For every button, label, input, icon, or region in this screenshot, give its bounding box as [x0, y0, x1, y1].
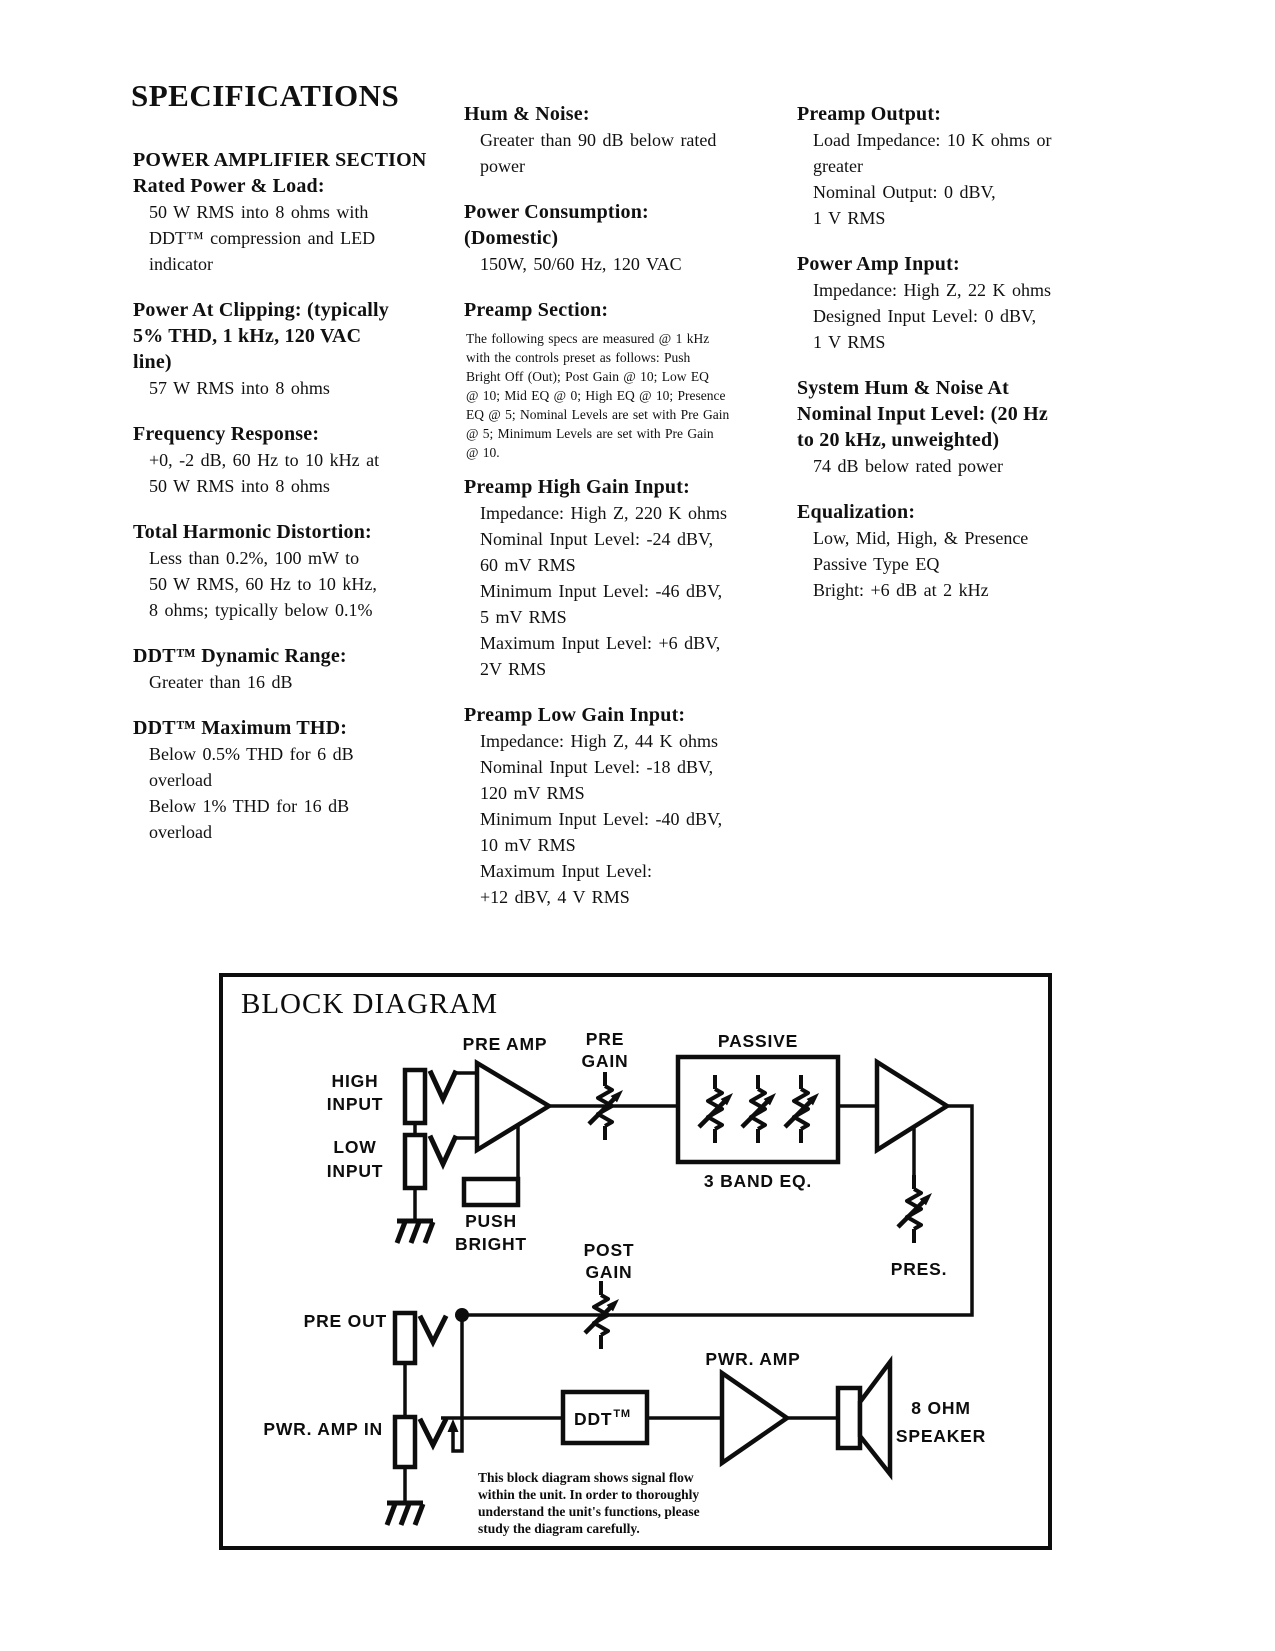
spec-column-middle: Hum & Noise: Greater than 90 dB below ra…	[464, 101, 782, 930]
spec-section-ddt-max-thd: DDT™ Maximum THD: Below 0.5% THD for 6 d…	[133, 715, 451, 845]
spec-body: Impedance: High Z, 22 K ohms Designed In…	[813, 280, 1051, 352]
ddt-box	[560, 1389, 650, 1446]
high-jack-contact	[427, 1069, 459, 1105]
ddt-label: DDTTM	[574, 1408, 631, 1429]
diagram-caption-line-4: study the diagram carefully.	[478, 1521, 640, 1536]
spec-column-left: POWER AMPLIFIER SECTION Rated Power & Lo…	[133, 147, 451, 865]
preout-junction-dot	[455, 1308, 469, 1322]
spec-heading: System Hum & Noise At Nominal Input Leve…	[797, 377, 1048, 451]
presence-pot	[898, 1175, 932, 1243]
pwr-amp-in-label: PWR. AMP IN	[263, 1419, 383, 1439]
spec-heading: DDT™ Dynamic Range:	[133, 645, 347, 667]
presence-label: PRES.	[891, 1259, 948, 1279]
speaker-cone	[857, 1355, 893, 1481]
spec-section-ddt-dynamic-range: DDT™ Dynamic Range: Greater than 16 dB	[133, 643, 451, 695]
spec-heading: Preamp Low Gain Input:	[464, 704, 686, 726]
spec-heading: Power At Clipping: (typically 5% THD, 1 …	[133, 299, 389, 373]
normal-switch-arrow	[447, 1419, 459, 1432]
low-jack-contact	[427, 1134, 459, 1170]
spec-heading: Hum & Noise:	[464, 103, 590, 125]
spec-body: Greater than 90 dB below rated power	[480, 130, 717, 176]
pre-gain-label-2: GAIN	[582, 1051, 629, 1071]
low-input-jack	[402, 1132, 428, 1191]
eq-buffer-triangle	[874, 1057, 952, 1155]
lower-ground-icon	[387, 1503, 423, 1525]
spec-section-preamp-section: Preamp Section: The following specs are …	[464, 297, 782, 462]
spec-heading: Preamp Section:	[464, 299, 609, 321]
pwr-amp-in-contact	[417, 1417, 449, 1451]
preout-normal-wire	[451, 1315, 464, 1453]
speaker-label-1: 8 OHM	[911, 1398, 970, 1418]
power-amp-triangle	[719, 1368, 791, 1468]
input-ground-icon	[397, 1221, 433, 1243]
speaker-driver	[835, 1385, 863, 1451]
spec-section-preamp-high-gain: Preamp High Gain Input: Impedance: High …	[464, 474, 782, 682]
diagram-caption-line-2: within the unit. In order to thoroughly	[478, 1487, 699, 1502]
spec-section-power-amp-input: Power Amp Input: Impedance: High Z, 22 K…	[797, 251, 1115, 355]
push-bright-box	[461, 1176, 521, 1208]
spec-heading: Frequency Response:	[133, 423, 320, 445]
low-input-label-2: INPUT	[327, 1161, 384, 1181]
push-bright-label-1: PUSH	[465, 1211, 517, 1231]
diagram-caption-line-1: This block diagram shows signal flow	[478, 1470, 694, 1485]
spec-section-preamp-output: Preamp Output: Load Impedance: 10 K ohms…	[797, 101, 1115, 231]
spec-body: 150W, 50/60 Hz, 120 VAC	[480, 254, 682, 274]
spec-body: Load Impedance: 10 K ohms or greater Nom…	[813, 130, 1052, 228]
spec-body: Below 0.5% THD for 6 dB overload Below 1…	[149, 744, 354, 842]
spec-body: +0, -2 dB, 60 Hz to 10 kHz at 50 W RMS i…	[149, 450, 380, 496]
block-diagram-figure: DDTTM BLOCK DIAGRAM PRE AMP PRE GAIN PAS…	[241, 988, 986, 1536]
pre-out-contact	[417, 1314, 449, 1348]
high-input-jack	[402, 1067, 428, 1126]
spec-section-preamp-low-gain: Preamp Low Gain Input: Impedance: High Z…	[464, 702, 782, 910]
push-bright-label-2: BRIGHT	[455, 1234, 527, 1254]
spec-section-power-at-clipping: Power At Clipping: (typically 5% THD, 1 …	[133, 297, 451, 401]
spec-section-power-consumption: Power Consumption: (Domestic) 150W, 50/6…	[464, 199, 782, 277]
spec-column-right: Preamp Output: Load Impedance: 10 K ohms…	[797, 101, 1115, 623]
preamp-triangle	[474, 1059, 554, 1155]
passive-label: PASSIVE	[718, 1031, 798, 1051]
low-input-label-1: LOW	[333, 1137, 376, 1157]
spec-section-rated-power: POWER AMPLIFIER SECTION Rated Power & Lo…	[133, 147, 451, 277]
spec-heading: Power Consumption: (Domestic)	[464, 201, 649, 249]
high-input-label-2: INPUT	[327, 1094, 384, 1114]
spec-body: Less than 0.2%, 100 mW to 50 W RMS, 60 H…	[149, 548, 377, 620]
block-diagram: DDTTM BLOCK DIAGRAM PRE AMP PRE GAIN PAS…	[219, 973, 1052, 1550]
speaker-label-2: SPEAKER	[896, 1426, 986, 1446]
spec-body: Low, Mid, High, & Presence Passive Type …	[813, 528, 1029, 600]
spec-body: 50 W RMS into 8 ohms with DDT™ compressi…	[149, 202, 376, 274]
buffer-to-postgain-wire	[462, 1104, 974, 1317]
spec-body: Impedance: High Z, 220 K ohms Nominal In…	[480, 503, 727, 679]
pre-gain-label-1: PRE	[586, 1029, 624, 1049]
spec-heading: Equalization:	[797, 501, 916, 523]
spec-heading: Preamp Output:	[797, 103, 942, 125]
spec-note: The following specs are measured @ 1 kHz…	[466, 331, 730, 460]
spec-heading: Total Harmonic Distortion:	[133, 521, 372, 543]
spec-section-hum-noise: Hum & Noise: Greater than 90 dB below ra…	[464, 101, 782, 179]
pre-out-label: PRE OUT	[304, 1311, 387, 1331]
pre-amp-label: PRE AMP	[463, 1034, 548, 1054]
diagram-title: BLOCK DIAGRAM	[241, 988, 498, 1020]
spec-heading: Power Amp Input:	[797, 253, 960, 275]
post-gain-label-2: GAIN	[586, 1262, 633, 1282]
spec-section-system-hum-noise: System Hum & Noise At Nominal Input Leve…	[797, 375, 1115, 479]
spec-body: Greater than 16 dB	[149, 672, 293, 692]
spec-heading: Preamp High Gain Input:	[464, 476, 690, 498]
pwr-amp-in-jack	[392, 1414, 418, 1470]
pre-out-jack	[392, 1310, 418, 1366]
band-eq-label: 3 BAND EQ.	[704, 1171, 812, 1191]
spec-body: 74 dB below rated power	[813, 456, 1003, 476]
spec-section-frequency-response: Frequency Response: +0, -2 dB, 60 Hz to …	[133, 421, 451, 499]
page-title: SPECIFICATIONS	[131, 78, 400, 113]
spec-body: 57 W RMS into 8 ohms	[149, 378, 330, 398]
post-gain-label-1: POST	[584, 1240, 635, 1260]
diagram-caption-line-3: understand the unit's functions, please	[478, 1504, 700, 1519]
spec-body: Impedance: High Z, 44 K ohms Nominal Inp…	[480, 731, 723, 907]
pwr-amp-label: PWR. AMP	[705, 1349, 800, 1369]
spec-heading: POWER AMPLIFIER SECTION Rated Power & Lo…	[133, 149, 427, 197]
spec-section-equalization: Equalization: Low, Mid, High, & Presence…	[797, 499, 1115, 603]
high-input-label-1: HIGH	[332, 1071, 379, 1091]
spec-section-thd: Total Harmonic Distortion: Less than 0.2…	[133, 519, 451, 623]
spec-heading: DDT™ Maximum THD:	[133, 717, 348, 739]
